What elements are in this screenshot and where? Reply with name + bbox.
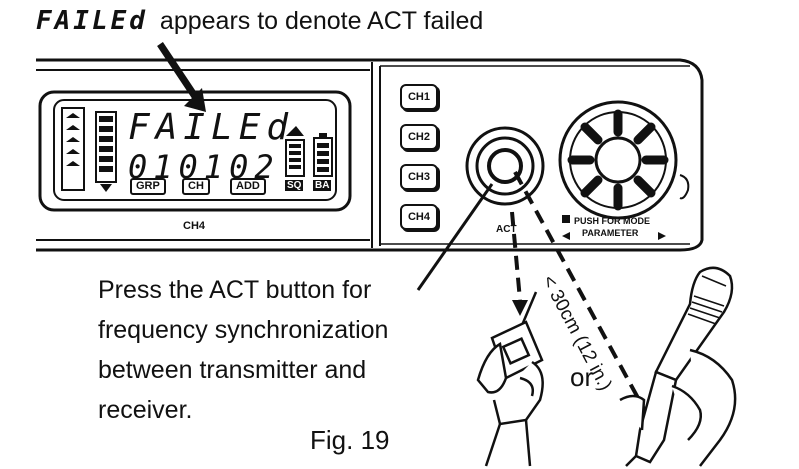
ch3-button[interactable]: CH3 [400,164,438,190]
figure-caption: Fig. 19 [310,425,390,455]
lcd-message: FAILEd [128,107,295,148]
ch2-button[interactable]: CH2 [400,124,438,150]
ch4-button[interactable]: CH4 [400,204,438,230]
lcd-tag-add: ADD [230,178,266,195]
instruction-line: frequency synchronization [98,316,389,344]
failed-display-text: FAILEd [36,6,148,36]
caption-text: appears to denote ACT failed [159,7,484,35]
act-label: ACT [496,224,517,235]
or-text: or [570,362,594,392]
lcd-tag-ch: CH [182,178,210,195]
ba-label: BA [313,180,332,191]
instruction-text: Press the ACT button for frequency synch… [98,270,388,430]
ch1-button[interactable]: CH1 [400,84,438,110]
parameter-knob [558,100,678,220]
instruction-line: receiver. [98,396,193,424]
sq-label: SQ [285,180,304,191]
instruction-line: Press the ACT button for [98,276,372,304]
knob-label-line1: PUSH FOR MODE [574,216,651,226]
top-caption: FAILEd appears to denote ACT failed [36,6,483,36]
knob-label-line2: PARAMETER [582,228,639,238]
act-button-ring [465,126,545,206]
lcd-channel-label: CH4 [183,220,206,232]
lcd-tag-grp: GRP [130,178,166,195]
instruction-line: between transmitter and [98,356,367,384]
